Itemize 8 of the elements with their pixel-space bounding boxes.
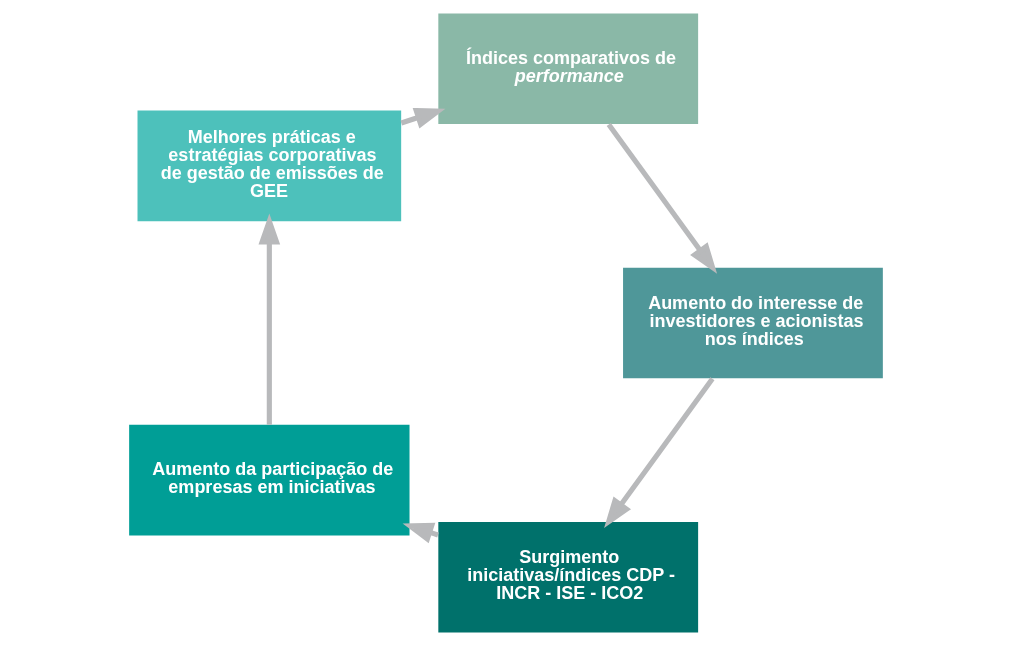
arrow (258, 213, 281, 425)
node-box: Melhores práticas e estratégias corporativas de gestão de emissões de GEE (137, 110, 402, 222)
node-box: Surgimento iniciativas/índices CDP - INCR - ISE - ICO2 (438, 521, 699, 633)
arrow (604, 377, 715, 528)
node-box: Índices comparativos de performance (438, 13, 699, 125)
node-box: Aumento da participação de empresas em iniciativas (129, 424, 410, 536)
node-box: Aumento do interesse de investidores e acionistas nos índices (623, 267, 883, 379)
arrow (606, 123, 718, 274)
